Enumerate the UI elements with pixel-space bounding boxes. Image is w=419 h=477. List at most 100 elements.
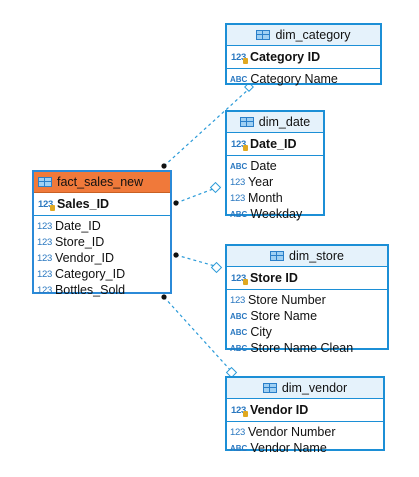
entity-header[interactable]: dim_date	[227, 112, 323, 133]
number-key-type-icon: 123	[231, 51, 248, 64]
number-key-type-icon: 123	[38, 198, 55, 211]
column-name: Sales_ID	[56, 197, 110, 211]
table-icon	[270, 251, 285, 261]
entity-header[interactable]: dim_vendor	[227, 378, 383, 399]
number-type-icon: 123	[230, 426, 245, 438]
number-type-icon: 123	[230, 192, 245, 204]
number-type-icon: 123	[230, 294, 245, 306]
text-type-icon: ABC	[230, 327, 248, 337]
column-name: Vendor_ID	[54, 251, 115, 265]
column-name: Vendor Name	[250, 441, 327, 455]
column-name: Date_ID	[54, 219, 101, 233]
text-type-icon: ABC	[230, 343, 248, 353]
column-name: Year	[247, 175, 274, 189]
text-type-icon: ABC	[230, 161, 248, 171]
column-name: Category ID	[249, 50, 321, 64]
column-name: Store ID	[249, 271, 298, 285]
column-name: Category Name	[250, 72, 338, 86]
column-name: Month	[247, 191, 283, 205]
link-fact-vendor-end	[161, 294, 167, 300]
text-type-icon: ABC	[230, 209, 248, 219]
number-type-icon: 123	[37, 284, 52, 296]
entity-header[interactable]: fact_sales_new	[34, 172, 170, 193]
column-name: Vendor ID	[249, 403, 309, 417]
table-icon	[239, 117, 254, 127]
primary-key-row[interactable]: 123 Sales_ID	[34, 193, 170, 216]
entity-title: dim_vendor	[281, 381, 348, 395]
text-type-icon: ABC	[230, 443, 248, 453]
entity-title: fact_sales_new	[57, 175, 144, 189]
primary-key-row[interactable]: 123 Category ID	[227, 46, 380, 69]
column-name: Date	[250, 159, 277, 173]
primary-key-row[interactable]: 123 Date_ID	[227, 133, 323, 156]
primary-key-row[interactable]: 123 Vendor ID	[227, 399, 383, 422]
entity-title: dim_store	[289, 249, 344, 263]
column-name: Store Name	[250, 309, 318, 323]
link-fact-vendor-anchor	[225, 366, 238, 379]
column-name: Weekday	[250, 207, 303, 221]
link-fact-vendor[interactable]	[163, 296, 233, 373]
primary-key-row[interactable]: 123 Store ID	[227, 267, 387, 290]
table-icon	[256, 30, 271, 40]
number-key-type-icon: 123	[231, 404, 248, 417]
table-icon	[38, 177, 52, 187]
number-type-icon: 123	[37, 268, 52, 280]
number-type-icon: 123	[37, 236, 52, 248]
entity-header[interactable]: dim_category	[227, 25, 380, 46]
link-fact-category-end	[161, 163, 167, 169]
column-name: Store_ID	[54, 235, 105, 249]
entity-title: dim_date	[258, 115, 311, 129]
text-type-icon: ABC	[230, 74, 248, 84]
column-name: Bottles_Sold	[54, 283, 126, 297]
entity-header[interactable]: dim_store	[227, 246, 387, 267]
column-name: Store Name Clean	[250, 341, 354, 355]
link-fact-store[interactable]	[175, 254, 223, 269]
column-name: Vendor Number	[247, 425, 336, 439]
link-fact-store-anchor	[210, 261, 223, 274]
entity-title: dim_category	[275, 28, 351, 42]
column-name: City	[250, 325, 272, 339]
number-key-type-icon: 123	[231, 272, 248, 285]
number-key-type-icon: 123	[231, 138, 248, 151]
column-name: Category_ID	[54, 267, 126, 281]
number-type-icon: 123	[230, 176, 245, 188]
number-type-icon: 123	[37, 252, 52, 264]
link-fact-date-anchor	[209, 181, 222, 194]
link-fact-date[interactable]	[175, 185, 222, 204]
link-fact-store-end	[173, 252, 179, 258]
table-icon	[262, 383, 277, 393]
column-name: Date_ID	[249, 137, 297, 151]
link-fact-category[interactable]	[163, 87, 251, 167]
link-fact-date-end	[173, 200, 179, 206]
text-type-icon: ABC	[230, 311, 248, 321]
number-type-icon: 123	[37, 220, 52, 232]
